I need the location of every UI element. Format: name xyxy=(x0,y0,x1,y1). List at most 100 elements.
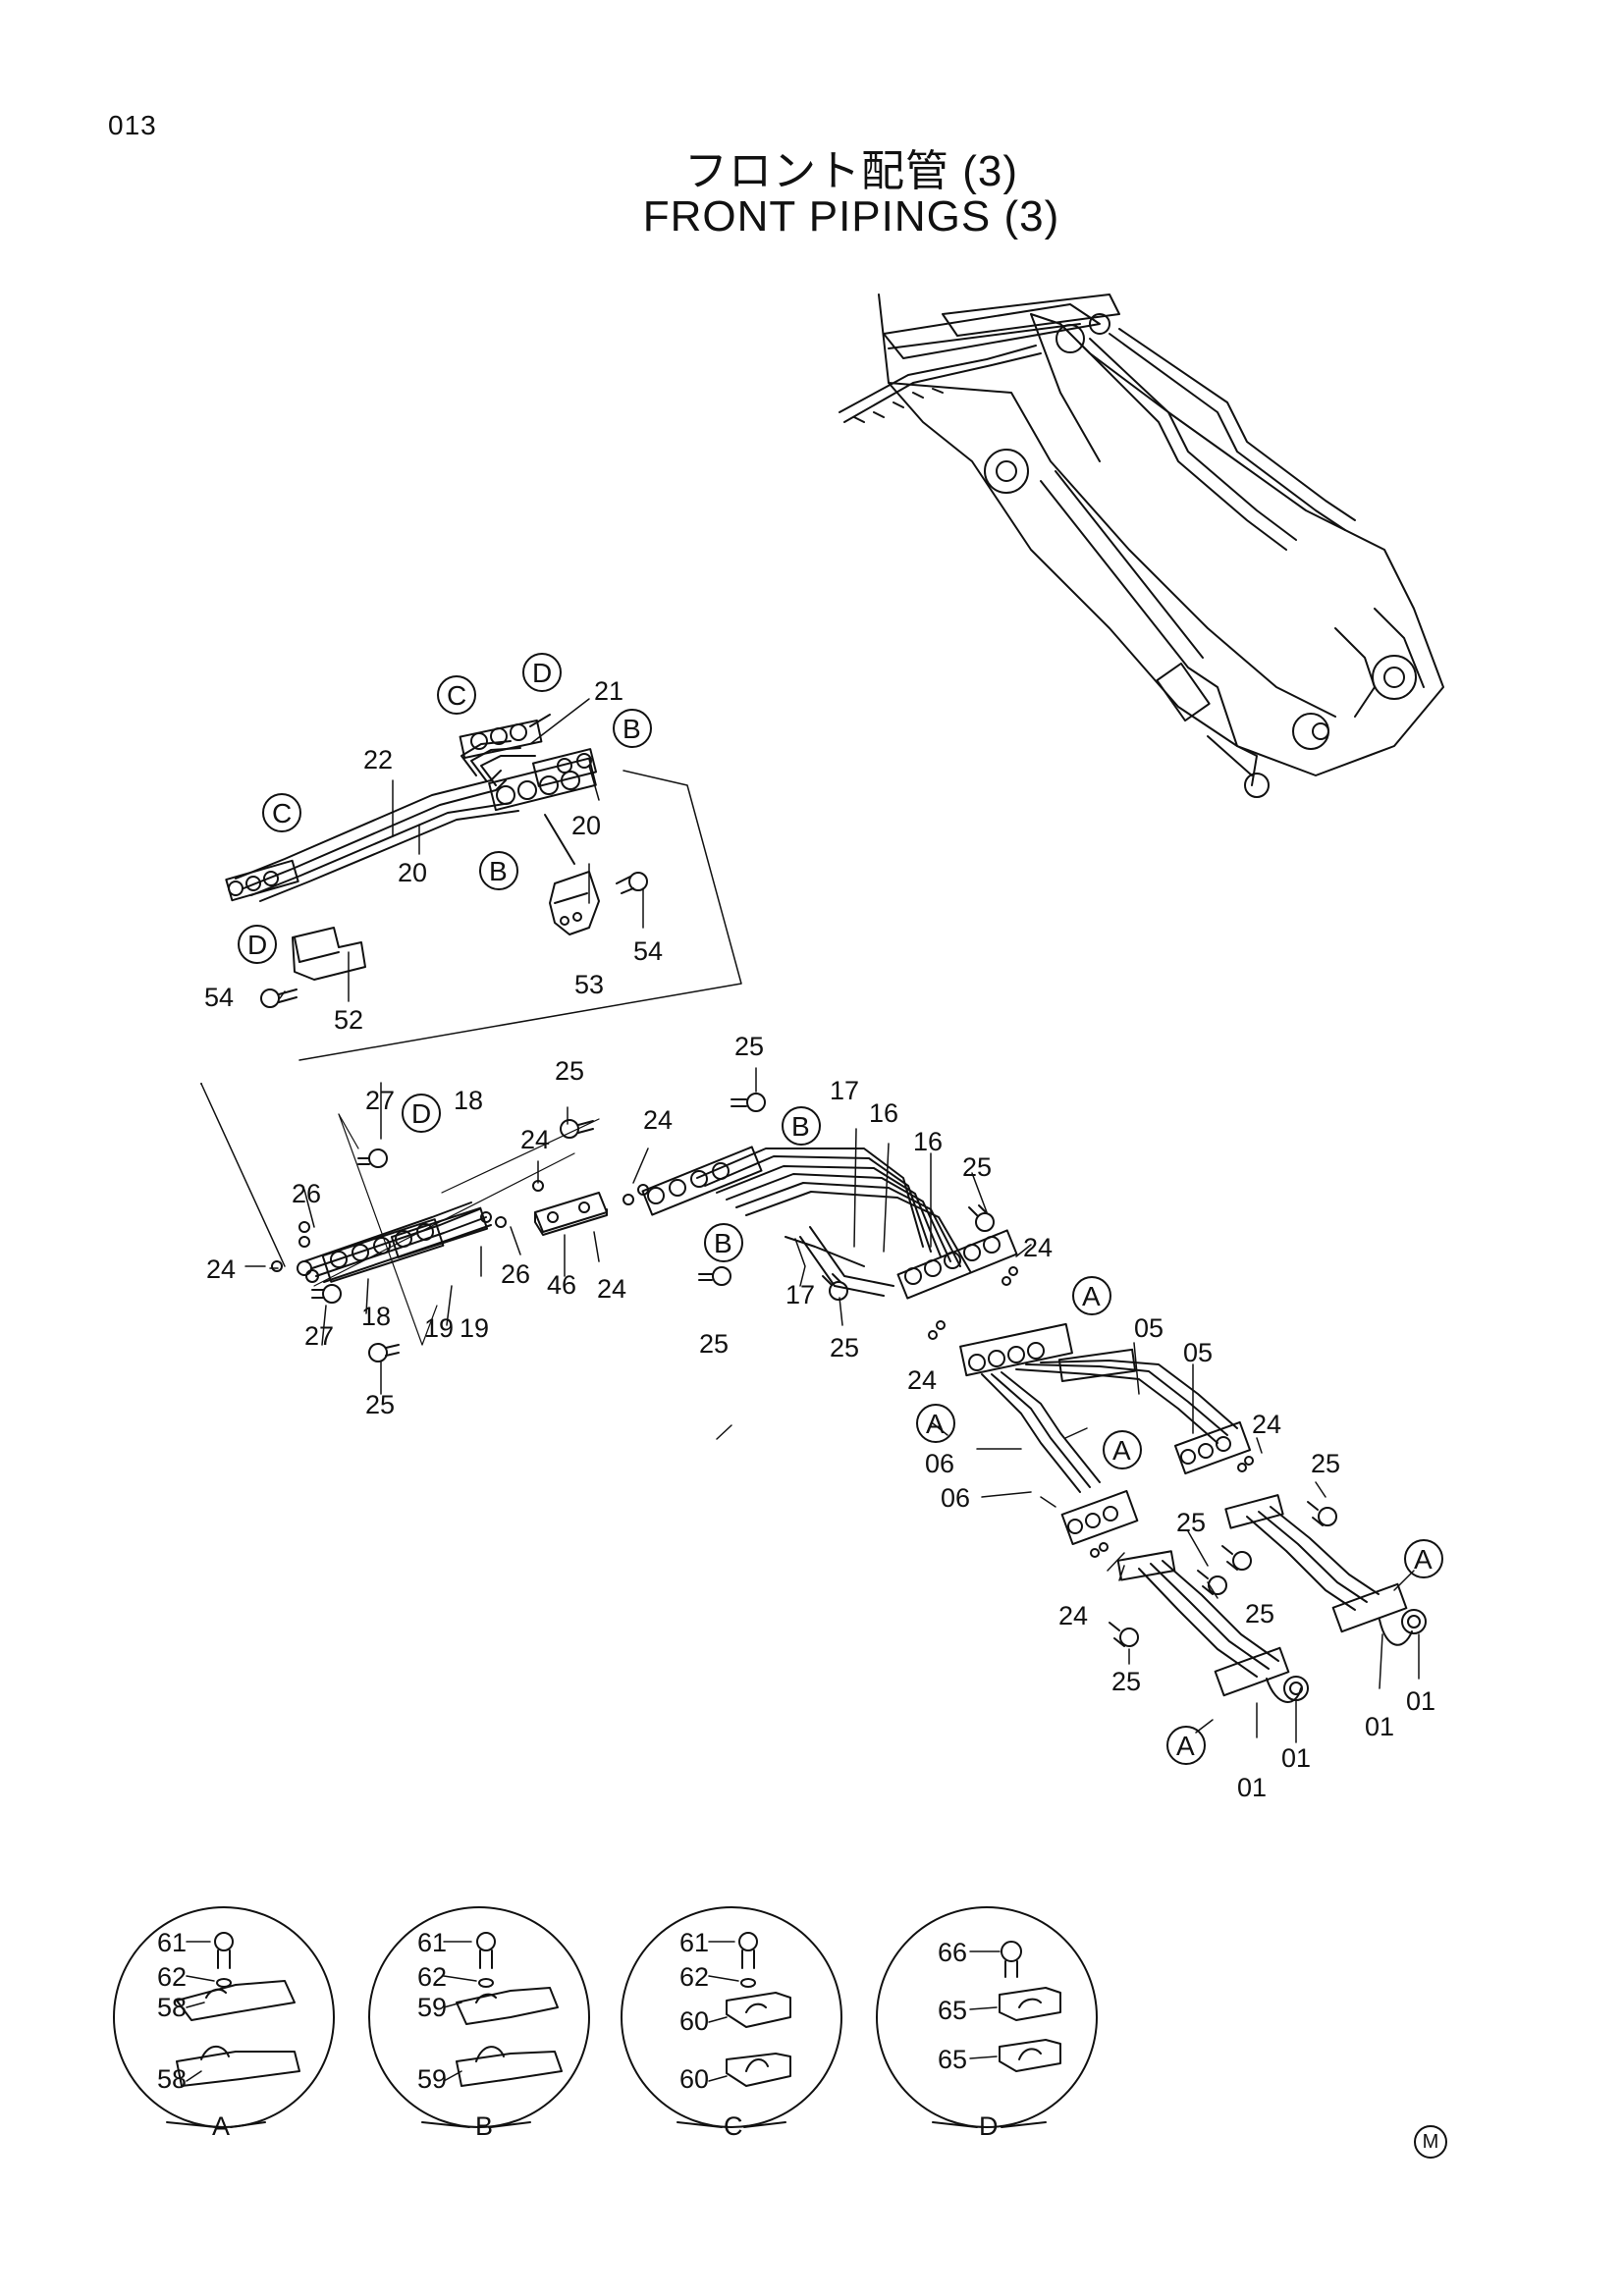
label-24-e: 24 xyxy=(1252,1410,1281,1439)
callout-a-5-text: A xyxy=(1176,1731,1195,1761)
callout-c-upper-text: C xyxy=(447,680,466,711)
label-25-c: 25 xyxy=(962,1152,992,1182)
label-25-d: 25 xyxy=(830,1333,859,1362)
callout-b-center xyxy=(782,1106,821,1146)
label-06-a: 06 xyxy=(925,1449,954,1478)
label-24-d: 24 xyxy=(907,1365,937,1395)
label-25-i: 25 xyxy=(1111,1667,1141,1696)
detail-b-59-bottom: 59 xyxy=(417,2064,447,2094)
label-17-bottom: 17 xyxy=(785,1280,815,1309)
callout-d-upper-text: D xyxy=(532,658,552,688)
part-labels: 21 22 20 20 54 53 54 52 25 25 27 18 24 2… xyxy=(204,676,1435,1802)
label-06-b: 06 xyxy=(941,1483,970,1513)
callout-b-mid-text: B xyxy=(489,856,508,886)
page-number: 013 xyxy=(108,110,157,140)
detail-b: 61 62 59 59 B xyxy=(368,1906,590,2141)
leader-lines xyxy=(244,698,1420,1743)
callout-a-3-text: A xyxy=(1112,1435,1131,1466)
callout-a-2-text: A xyxy=(926,1409,945,1439)
label-25-g: 25 xyxy=(1176,1508,1206,1537)
callout-d-left-text: D xyxy=(247,930,267,960)
callout-a-1-text: A xyxy=(1082,1281,1101,1311)
label-54-right: 54 xyxy=(633,936,663,966)
label-53: 53 xyxy=(574,970,604,999)
label-24-a: 24 xyxy=(520,1125,550,1154)
label-01-d: 01 xyxy=(1237,1773,1267,1802)
callout-d-upper xyxy=(522,653,562,692)
label-20-right: 20 xyxy=(571,811,601,840)
callout-a-5 xyxy=(1166,1726,1206,1765)
label-01-a: 01 xyxy=(1365,1712,1394,1741)
detail-c-60-top: 60 xyxy=(679,2006,709,2036)
label-01-c: 01 xyxy=(1281,1743,1311,1773)
boom-illustration xyxy=(839,294,1444,798)
detail-c-label: C xyxy=(724,2111,743,2141)
detail-b-label: B xyxy=(475,2111,493,2141)
detail-a-58-top: 58 xyxy=(157,1993,187,2022)
label-20-left: 20 xyxy=(398,858,427,887)
label-18-bottom: 18 xyxy=(361,1302,391,1331)
detail-d-65-bottom: 65 xyxy=(938,2045,967,2074)
detail-a-62: 62 xyxy=(157,1962,187,1992)
callout-c-left xyxy=(262,793,301,832)
label-22: 22 xyxy=(363,745,393,774)
detail-c-62: 62 xyxy=(679,1962,709,1992)
corner-mark: M xyxy=(1414,2125,1447,2159)
callout-a-1 xyxy=(1072,1276,1111,1315)
label-16-b: 16 xyxy=(913,1127,943,1156)
detail-b-61: 61 xyxy=(417,1928,447,1957)
label-54-left: 54 xyxy=(204,983,234,1012)
title-japanese: フロント配管 (3) xyxy=(684,147,1018,195)
callout-d-middle xyxy=(402,1094,441,1133)
detail-d: 66 65 65 D xyxy=(876,1906,1098,2141)
detail-c: 61 62 60 60 C xyxy=(621,1906,842,2141)
callout-c-left-text: C xyxy=(272,798,292,828)
label-24-left: 24 xyxy=(206,1255,236,1284)
callout-d-middle-text: D xyxy=(411,1098,431,1129)
detail-a-61: 61 xyxy=(157,1928,187,1957)
upper-pipe-assembly xyxy=(225,714,648,1008)
detail-d-66: 66 xyxy=(938,1938,967,1967)
label-26-mid: 26 xyxy=(501,1259,530,1289)
detail-d-65-top: 65 xyxy=(938,1996,967,2025)
label-25-f: 25 xyxy=(1311,1449,1340,1478)
center-pipe-assembly xyxy=(641,1093,1018,1340)
callout-a-3 xyxy=(1103,1430,1142,1469)
connection-lines xyxy=(200,770,742,1267)
callout-d-left xyxy=(238,925,277,964)
detail-a-58-bottom: 58 xyxy=(157,2064,187,2094)
label-27-bottom: 27 xyxy=(304,1321,334,1351)
label-25-a: 25 xyxy=(555,1056,584,1086)
detail-c-61: 61 xyxy=(679,1928,709,1957)
circle-callouts: C D B C B D D B B A A A A A xyxy=(238,653,1443,1765)
label-25-h: 25 xyxy=(1245,1599,1274,1629)
label-19-b: 19 xyxy=(460,1313,489,1343)
callout-b-upper xyxy=(613,709,652,748)
title-english: FRONT PIPINGS (3) xyxy=(642,192,1060,240)
label-52: 52 xyxy=(334,1005,363,1035)
detail-b-62: 62 xyxy=(417,1962,447,1992)
callout-b-upper-text: B xyxy=(623,714,641,744)
callout-b-mid xyxy=(479,851,518,890)
detail-c-60-bottom: 60 xyxy=(679,2064,709,2094)
label-05-a: 05 xyxy=(1134,1313,1164,1343)
label-18-top: 18 xyxy=(454,1086,483,1115)
label-25-bottom-left: 25 xyxy=(365,1390,395,1419)
detail-b-59-top: 59 xyxy=(417,1993,447,2022)
callout-a-2 xyxy=(916,1404,955,1443)
callout-a-4 xyxy=(1404,1539,1443,1578)
label-24-b: 24 xyxy=(643,1105,673,1135)
detail-d-label: D xyxy=(979,2111,999,2141)
callout-c-upper xyxy=(437,675,476,715)
label-16-a: 16 xyxy=(869,1098,898,1128)
lower-right-assembly xyxy=(959,1322,1427,1703)
label-01-b: 01 xyxy=(1406,1686,1435,1716)
label-46: 46 xyxy=(547,1270,576,1300)
label-25-b: 25 xyxy=(734,1032,764,1061)
callout-b-center-low xyxy=(704,1223,743,1262)
label-27-top: 27 xyxy=(365,1086,395,1115)
callout-a-4-text: A xyxy=(1414,1544,1433,1575)
label-21: 21 xyxy=(594,676,623,706)
label-17-top: 17 xyxy=(830,1076,859,1105)
